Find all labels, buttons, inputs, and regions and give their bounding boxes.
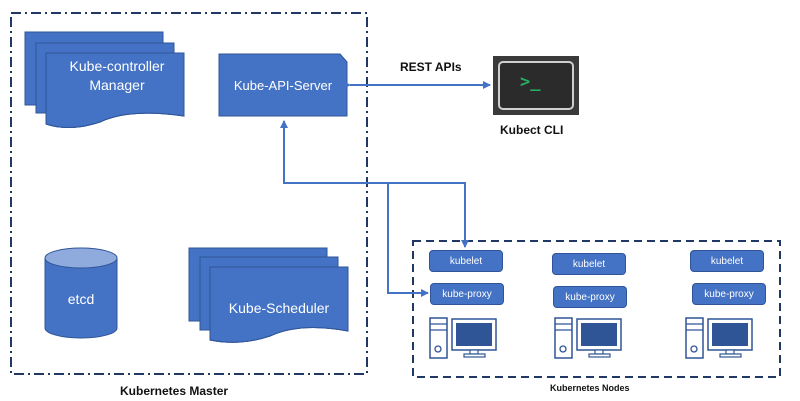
node-1-kubelet: kubelet bbox=[429, 250, 503, 272]
node-3-kube-proxy: kube-proxy bbox=[692, 283, 766, 305]
master-boundary bbox=[10, 12, 368, 375]
computer-icon bbox=[685, 317, 753, 359]
computer-icon bbox=[429, 317, 497, 359]
scheduler-shape bbox=[188, 247, 349, 343]
controller-manager-shape bbox=[24, 31, 185, 128]
controller-manager-line-1: Kube-controller bbox=[69, 58, 165, 74]
api-to-proxy-connector bbox=[387, 183, 429, 297]
terminal-icon bbox=[493, 56, 579, 115]
node-3-kubelet: kubelet bbox=[690, 250, 764, 272]
nodes-boundary bbox=[412, 240, 781, 378]
node-2-kubelet: kubelet bbox=[552, 253, 626, 275]
cli-label: Kubect CLI bbox=[500, 123, 564, 137]
node-1-kube-proxy: kube-proxy bbox=[430, 283, 504, 305]
computer-icon bbox=[554, 317, 622, 359]
etcd-label: etcd bbox=[67, 290, 95, 307]
api-server-label: Kube-API-Server bbox=[233, 77, 333, 93]
master-label: Kubernetes Master bbox=[120, 384, 229, 398]
nodes-label: Kubernetes Nodes bbox=[550, 383, 630, 393]
rest-api-label: REST APIs bbox=[400, 60, 462, 74]
terminal-prompt: >_ bbox=[520, 72, 541, 92]
api-to-kubelet-connector bbox=[283, 121, 469, 248]
controller-manager-line-2: Manager bbox=[89, 77, 145, 93]
controller-manager-label: Kube-controller Manager bbox=[50, 55, 184, 97]
node-2-kube-proxy: kube-proxy bbox=[553, 286, 627, 308]
scheduler-label: Kube-Scheduler bbox=[228, 299, 330, 316]
api-server-shape bbox=[218, 53, 348, 117]
etcd-shape bbox=[44, 247, 118, 339]
